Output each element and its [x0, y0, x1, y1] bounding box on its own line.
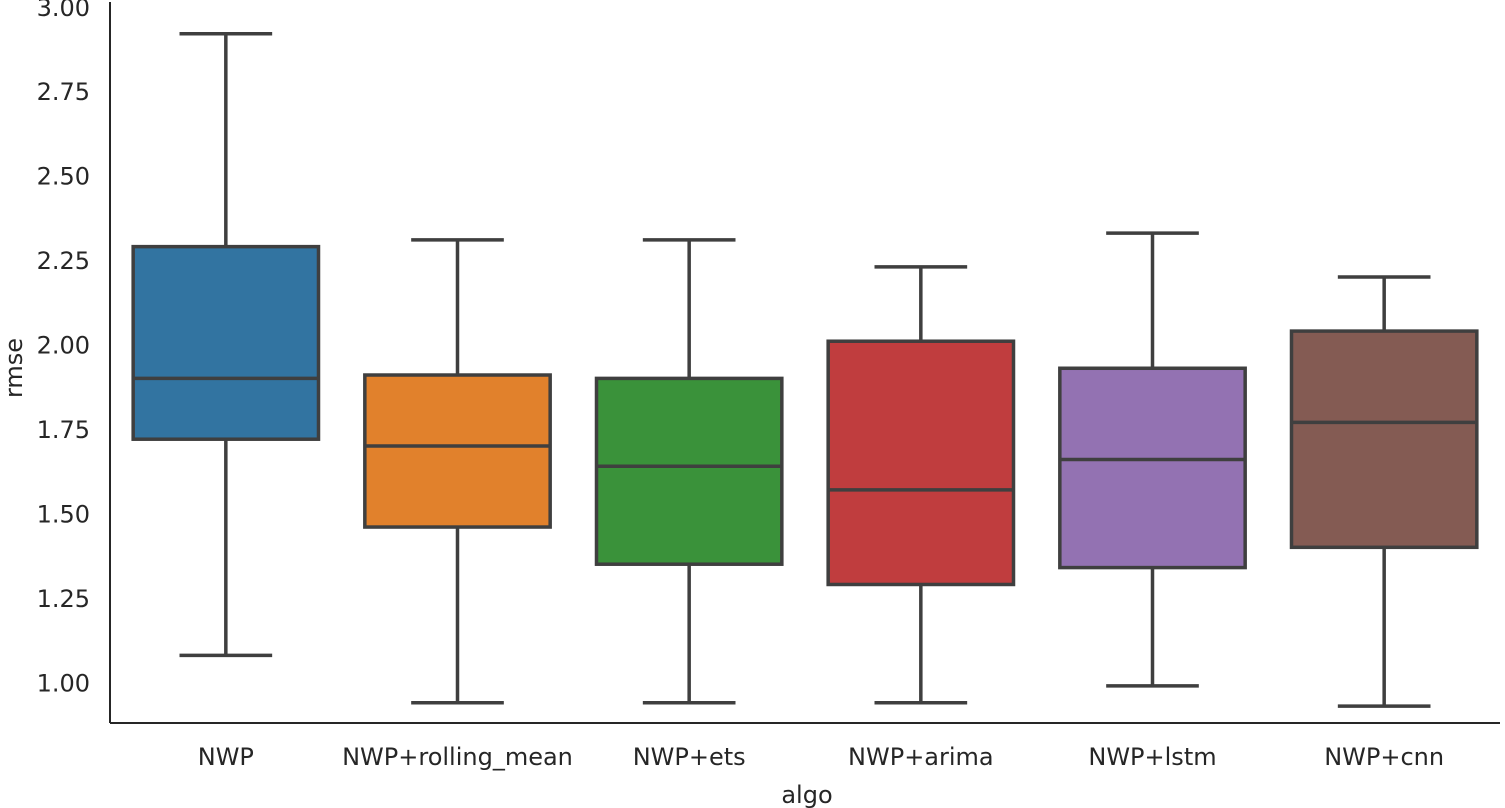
box-group-3	[826, 265, 1016, 705]
y-axis: 1.00 1.25 1.50 1.75 2.00 2.25 2.50 2.75 3.00	[37, 0, 111, 723]
plot-area	[131, 32, 1479, 708]
box-group-1	[363, 238, 552, 705]
y-axis-label: rmse	[0, 338, 28, 398]
x-tick-label: NWP+ets	[633, 743, 746, 771]
box-iqr	[131, 244, 321, 441]
x-axis: NWP NWP+rolling_mean NWP+ets NWP+arima NWP+l…	[110, 722, 1500, 771]
box-iqr	[826, 339, 1016, 587]
y-tick-label: 2.50	[37, 163, 90, 191]
box-iqr	[1058, 366, 1247, 570]
x-axis-label: algo	[781, 781, 832, 808]
y-tick-label: 2.25	[37, 247, 90, 275]
x-tick-label: NWP+rolling_mean	[342, 743, 573, 771]
y-tick-label: 1.25	[37, 585, 90, 613]
y-tick-label: 1.00	[37, 669, 90, 697]
box-group-5	[1289, 275, 1479, 708]
box-iqr	[1289, 329, 1479, 550]
box-group-4	[1058, 231, 1247, 688]
x-tick-label: NWP+lstm	[1088, 743, 1216, 771]
y-tick-label: 1.50	[37, 501, 90, 529]
x-tick-label: NWP	[198, 743, 254, 771]
x-tick-label: NWP+arima	[848, 743, 994, 771]
box-group-2	[594, 238, 784, 705]
x-tick-label: NWP+cnn	[1324, 743, 1444, 771]
y-tick-label: 2.75	[37, 78, 90, 106]
y-tick-label: 3.00	[37, 0, 90, 22]
y-tick-label: 2.00	[37, 332, 90, 360]
y-tick-label: 1.75	[37, 416, 90, 444]
box-iqr	[363, 373, 552, 529]
box-iqr	[594, 376, 784, 566]
box-group-0	[131, 32, 321, 658]
